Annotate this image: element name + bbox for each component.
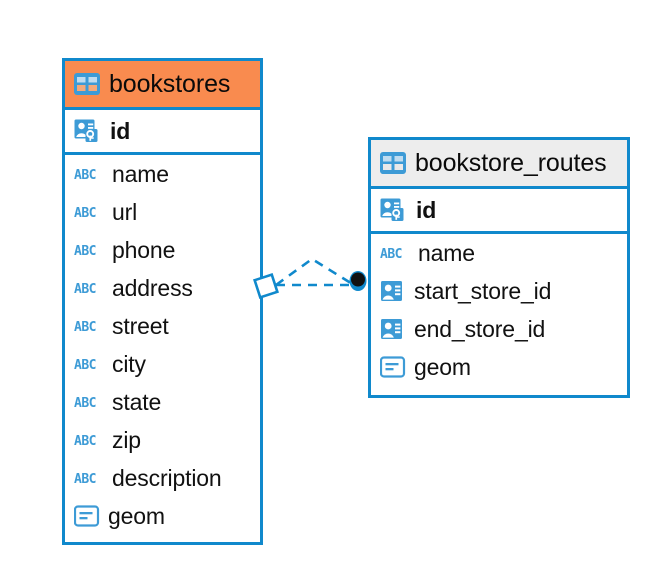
entity-bookstore-routes-header[interactable]: bookstore_routes	[371, 140, 627, 189]
field-row[interactable]: ABC city	[65, 345, 260, 383]
relationship-line-fork	[275, 257, 355, 287]
field-row[interactable]: ABC street	[65, 307, 260, 345]
field-label: id	[416, 196, 437, 223]
field-row[interactable]: end_store_id	[371, 310, 627, 348]
field-label: address	[112, 274, 193, 301]
field-label: start_store_id	[414, 277, 552, 304]
field-row[interactable]: geom	[371, 348, 627, 386]
filled-circle-marker	[349, 271, 367, 291]
abc-text-icon: ABC	[74, 357, 96, 373]
field-label: state	[112, 388, 162, 415]
field-label: phone	[112, 236, 176, 263]
field-row[interactable]: ABC description	[65, 459, 260, 497]
abc-text-icon: ABC	[380, 246, 402, 262]
field-row[interactable]: ABC address	[65, 269, 260, 307]
entity-bookstore-routes-title: bookstore_routes	[415, 148, 607, 177]
field-label: id	[110, 117, 131, 144]
abc-text-icon: ABC	[74, 319, 96, 335]
field-row[interactable]: ABC phone	[65, 231, 260, 269]
field-label: street	[112, 312, 169, 339]
field-label: url	[112, 198, 138, 225]
table-icon	[380, 152, 406, 174]
abc-text-icon: ABC	[74, 281, 96, 297]
field-label: name	[418, 239, 475, 266]
entity-bookstore-routes[interactable]: bookstore_routes id ABC	[368, 137, 630, 398]
field-label: city	[112, 350, 146, 377]
field-row[interactable]: ABC name	[371, 234, 627, 272]
entity-bookstores-header[interactable]: bookstores	[65, 61, 260, 110]
abc-text-icon: ABC	[74, 471, 96, 487]
field-label: geom	[108, 502, 165, 529]
abc-text-icon: ABC	[74, 243, 96, 259]
abc-text-icon: ABC	[74, 205, 96, 221]
entity-bookstores[interactable]: bookstores id ABC n	[62, 58, 263, 545]
field-row[interactable]: geom	[65, 497, 260, 535]
abc-text-icon: ABC	[74, 395, 96, 411]
primary-key-icon	[74, 118, 102, 144]
primary-key-icon	[380, 197, 408, 223]
field-row[interactable]: ABC zip	[65, 421, 260, 459]
table-icon	[74, 73, 100, 95]
field-label: name	[112, 160, 169, 187]
relationship-connector[interactable]	[250, 245, 380, 315]
field-label: end_store_id	[414, 315, 546, 342]
geometry-icon	[73, 505, 100, 527]
field-row[interactable]: ABC name	[65, 155, 260, 193]
geometry-icon	[379, 356, 406, 378]
foreign-key-icon	[380, 280, 406, 302]
field-row[interactable]: ABC url	[65, 193, 260, 231]
entity-bookstores-title: bookstores	[109, 69, 231, 98]
abc-text-icon: ABC	[74, 167, 96, 183]
field-label: zip	[112, 426, 141, 453]
foreign-key-icon	[380, 318, 406, 340]
field-row[interactable]: start_store_id	[371, 272, 627, 310]
field-row[interactable]: id	[65, 110, 260, 155]
field-label: geom	[414, 353, 471, 380]
field-row[interactable]: ABC state	[65, 383, 260, 421]
abc-text-icon: ABC	[74, 433, 96, 449]
field-row[interactable]: id	[371, 189, 627, 234]
field-label: description	[112, 464, 222, 491]
